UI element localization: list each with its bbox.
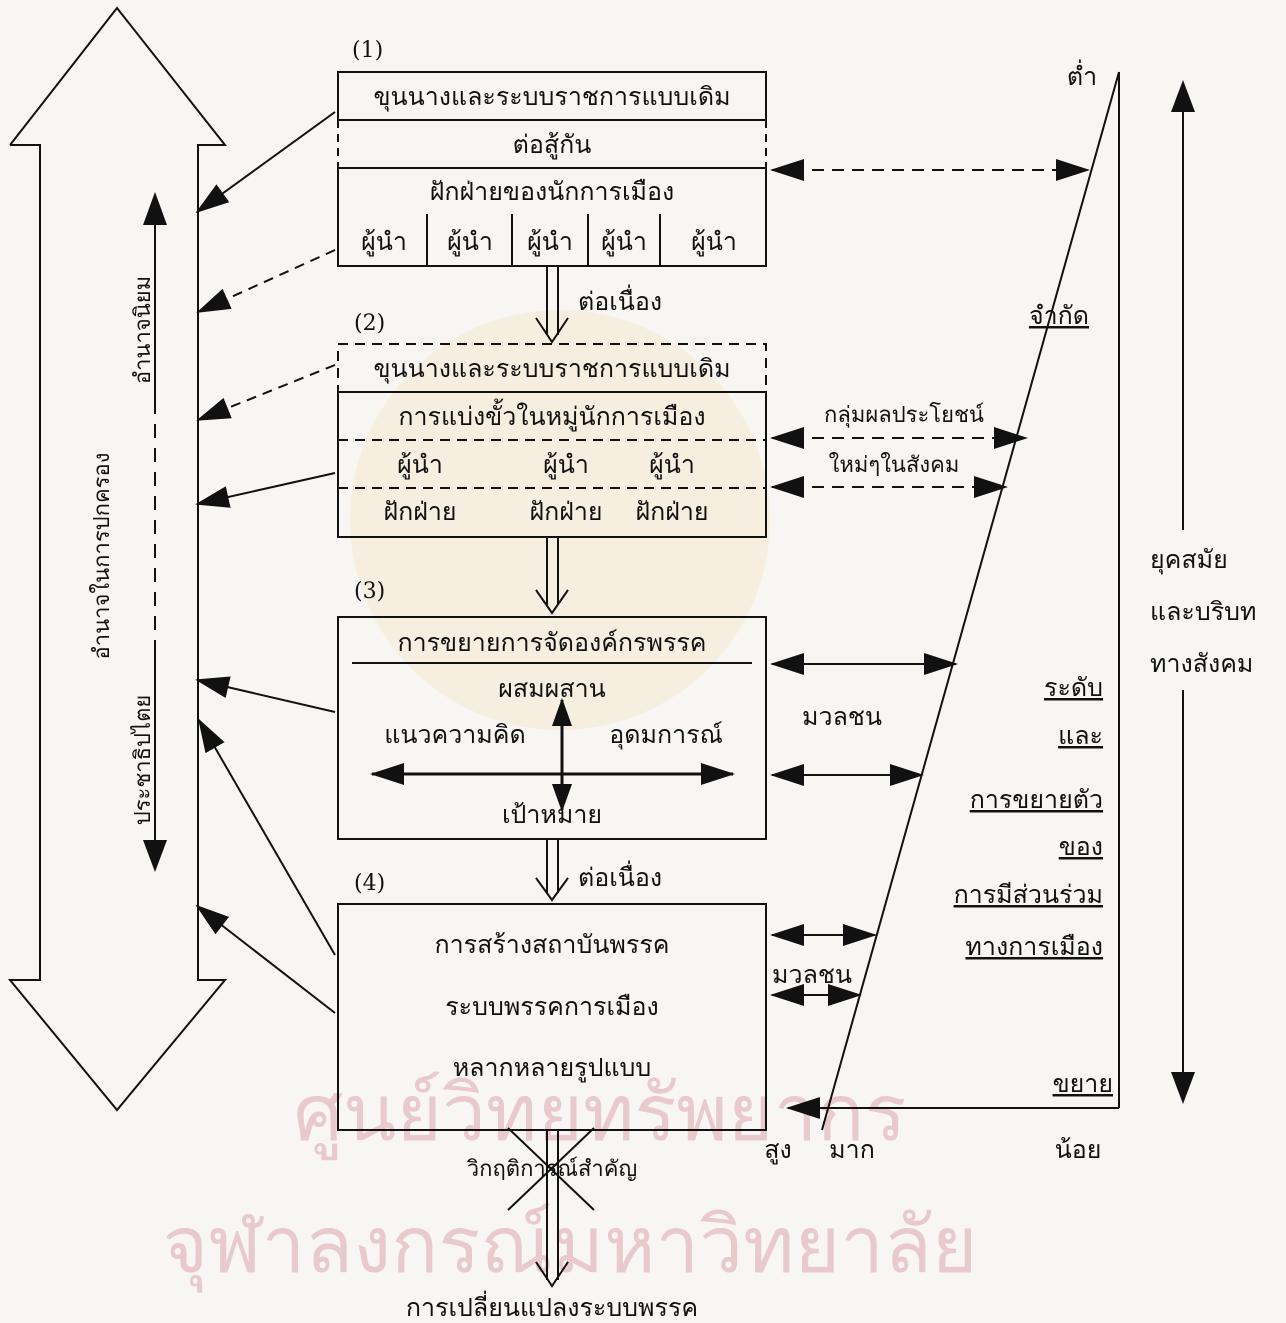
crisis-label: วิกฤติการณ์สำคัญ xyxy=(466,1157,637,1182)
stage-3-box xyxy=(337,616,767,840)
stage-2-number: (2) xyxy=(354,311,385,336)
label-new-in-society: ใหม่ๆในสังคม xyxy=(829,452,960,478)
stage-2-leader: ผู้นำ xyxy=(397,450,443,480)
stage-2-faction: ฝักฝ่าย xyxy=(529,497,602,526)
stage-4-line-2: ระบบพรรคการเมือง xyxy=(445,992,659,1021)
stage-1-faction-box xyxy=(337,167,767,267)
stage-3-number: (3) xyxy=(354,579,385,604)
stage-1-leader: ผู้นำ xyxy=(527,227,573,257)
stage-3-goal: เป้าหมาย xyxy=(502,800,602,829)
participation-links xyxy=(770,159,1090,1006)
watermark: ศูนย์วิทยทรัพยากร จุฬาลงกรณ์มหาวิทยาลัย xyxy=(162,310,978,1293)
stage-1-leader: ผู้นำ xyxy=(691,227,737,257)
party-system-change: การเปลี่ยนแปลงระบบพรรค xyxy=(406,1290,698,1322)
stage-2-polarization-box xyxy=(337,391,767,538)
stage-3: (3) การขยายการจัดองค์กรพรรค ผสมผสาน แนวค… xyxy=(337,579,767,840)
label-authoritarian: อำนาจนิยม xyxy=(131,276,156,384)
participation-scale xyxy=(786,71,1120,1131)
stage-2-faction: ฝักฝ่าย xyxy=(383,497,456,526)
arrow-stage2-to-axis xyxy=(195,472,336,508)
stage-4-line-1: การสร้างสถาบันพรรค xyxy=(435,930,670,959)
participation-line: ทางการเมือง xyxy=(965,932,1103,961)
label-limited: จำกัด xyxy=(1029,301,1089,330)
watermark-line-1: ศูนย์วิทยทรัพยากร xyxy=(294,1069,907,1160)
participation-line: การมีส่วนร่วม xyxy=(954,880,1103,909)
stage-4-box xyxy=(337,903,767,1131)
stage-3-title: การขยายการจัดองค์กรพรรค xyxy=(397,628,706,657)
stage-1-leader: ผู้นำ xyxy=(601,227,647,257)
influence-arrows xyxy=(195,111,336,1014)
stage-4-number: (4) xyxy=(354,871,385,896)
label-expand: ขยาย xyxy=(1053,1069,1113,1098)
stage-4-line-3: หลากหลายรูปแบบ xyxy=(453,1053,652,1083)
label-democracy: ประชาธิปไตย xyxy=(130,695,156,826)
arrowhead-down-icon xyxy=(143,840,167,872)
stage-3-ideology: อุดมการณ์ xyxy=(609,720,723,750)
participation-line: การขยายตัว xyxy=(970,785,1103,814)
continuity-arrow-3-4 xyxy=(535,839,569,902)
stage-2-bureaucracy: ขุนนางและระบบราชการแบบเดิม xyxy=(373,354,730,384)
governing-power-axis xyxy=(7,6,228,1112)
stage-4: (4) การสร้างสถาบันพรรค ระบบพรรคการเมือง … xyxy=(337,871,767,1131)
stage-1-bureaucracy-box xyxy=(337,71,767,121)
stage-2-title: การแบ่งขั้วในหมู่นักการเมือง xyxy=(398,398,705,432)
axis-label-governing-power: อำนาจในการปกครอง xyxy=(89,453,115,660)
arrow-stage1-dashed-to-axis xyxy=(196,249,336,313)
watermark-emblem xyxy=(350,310,770,730)
participation-line: และ xyxy=(1058,721,1103,750)
watermark-line-2: จุฬาลงกรณ์มหาวิทยาลัย xyxy=(162,1201,977,1293)
axis-outline xyxy=(7,6,228,1112)
era-arrow xyxy=(1171,80,1195,1104)
arrow-stage2-dashed-to-axis xyxy=(196,364,336,421)
stage-1: (1) ขุนนางและระบบราชการแบบเดิม ต่อสู้กัน… xyxy=(337,38,767,267)
stage-1-faction-title: ฝักฝ่ายของนักการเมือง xyxy=(430,177,675,206)
arrow-2-3 xyxy=(535,537,569,615)
crisis-arrow xyxy=(507,1127,595,1288)
stage-1-leader: ผู้นำ xyxy=(361,227,407,257)
stage-3-concept: แนวความคิด xyxy=(384,720,525,749)
label-new-interest-groups: กลุ่มผลประโยชน์ xyxy=(824,402,984,428)
label-masses-4: มวลชน xyxy=(772,960,852,989)
label-low: ต่ำ xyxy=(1067,59,1097,91)
stage-2-faction: ฝักฝ่าย xyxy=(635,497,708,526)
label-masses-3: มวลชน xyxy=(802,702,882,731)
continuity-label-2: ต่อเนื่อง xyxy=(578,860,662,892)
stage-2-leader: ผู้นำ xyxy=(649,450,695,480)
continuity-label-1: ต่อเนื่อง xyxy=(578,284,662,316)
arrow-stage4-to-axis xyxy=(195,904,336,1014)
participation-slope xyxy=(821,71,1120,1131)
stage-2-leader: ผู้นำ xyxy=(543,450,589,480)
arrow-stage4-to-democracy xyxy=(197,718,336,956)
label-much: มาก xyxy=(829,1135,875,1164)
arrowhead-up-icon xyxy=(143,192,167,225)
participation-line: ระดับ xyxy=(1044,673,1103,702)
label-high: สูง xyxy=(764,1135,791,1165)
era-line-2: และบริบท xyxy=(1150,597,1257,626)
stage-1-bureaucracy: ขุนนางและระบบราชการแบบเดิม xyxy=(373,82,730,112)
era-line-3: ทางสังคม xyxy=(1150,649,1253,678)
stage-1-leader: ผู้นำ xyxy=(447,227,493,257)
participation-line: ของ xyxy=(1059,832,1103,861)
stage-1-struggle: ต่อสู้กัน xyxy=(513,130,592,160)
stage-1-number: (1) xyxy=(352,38,383,63)
era-line-1: ยุคสมัย xyxy=(1150,545,1228,575)
arrowhead-down-icon xyxy=(1171,1072,1195,1104)
arrowhead-up-icon xyxy=(1171,80,1195,112)
label-little: น้อย xyxy=(1055,1135,1102,1164)
arrow-stage1-to-axis xyxy=(195,111,336,214)
stage-2: (2) ขุนนางและระบบราชการแบบเดิม การแบ่งขั… xyxy=(337,311,767,538)
arrow-stage3-to-axis xyxy=(195,676,336,713)
stage-3-blend: ผสมผสาน xyxy=(498,674,605,703)
continuity-arrow-1-2 xyxy=(535,266,569,344)
regime-scale-arrow xyxy=(143,192,167,872)
